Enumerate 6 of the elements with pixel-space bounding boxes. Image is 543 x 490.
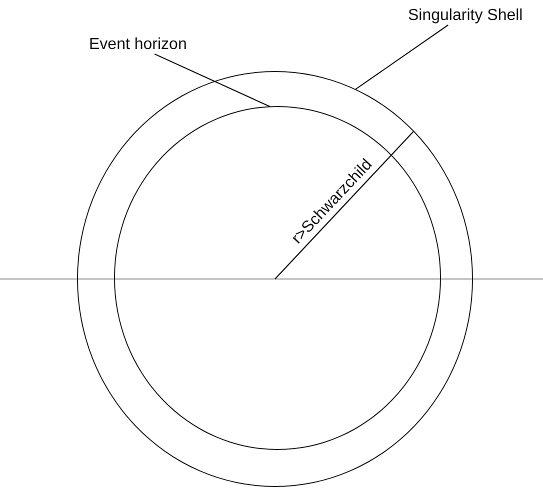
part-label: Event horizon xyxy=(89,35,187,54)
circle-outline xyxy=(77,71,473,487)
part-label: Singularity Shell xyxy=(408,6,523,25)
circle-outline xyxy=(114,106,441,450)
leader-line xyxy=(355,24,448,90)
leader-line xyxy=(154,54,270,108)
